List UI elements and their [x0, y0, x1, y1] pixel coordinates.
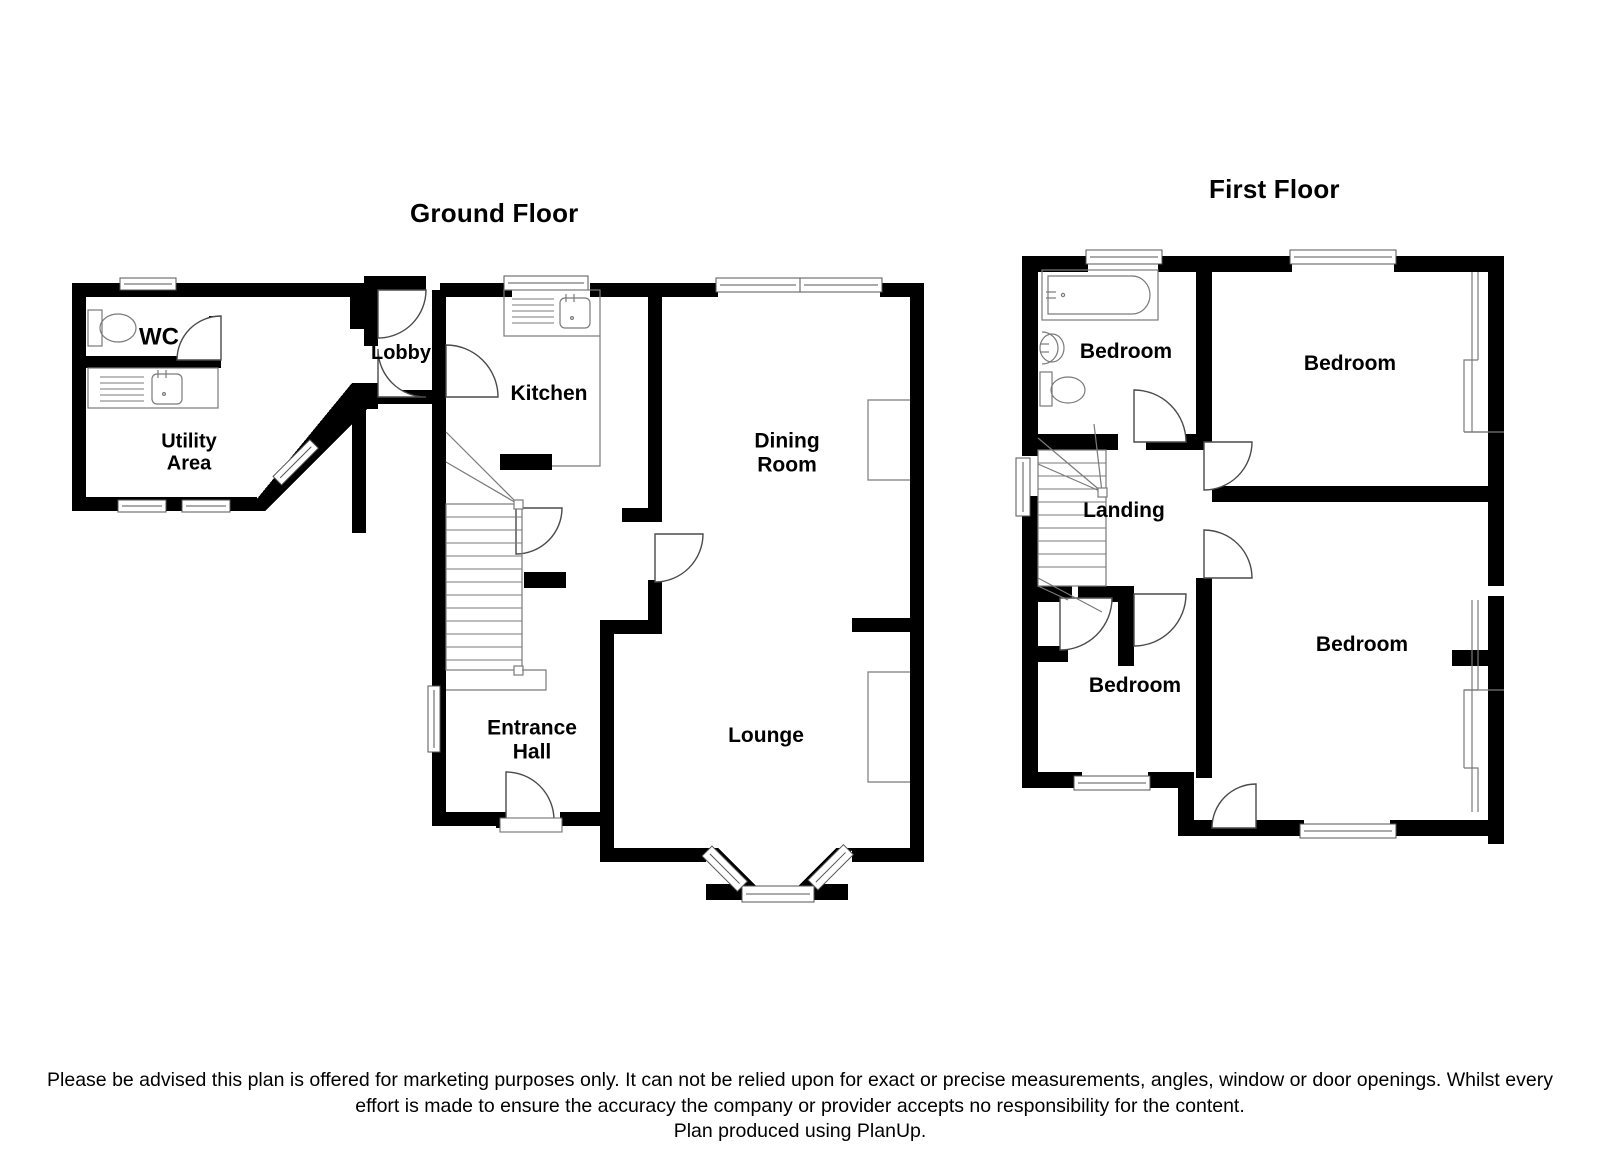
- first-floor-drawing: [1015, 249, 1504, 844]
- ground-floor-windows: [117, 275, 883, 903]
- first-floor-windows: [1015, 249, 1397, 839]
- disclaimer-line-3: Plan produced using PlanUp.: [673, 1120, 927, 1143]
- ground-floor-title: Ground Floor: [410, 198, 579, 228]
- disclaimer-line-1: Please be advised this plan is offered f…: [47, 1069, 1553, 1091]
- ground-floor-doors: [176, 289, 704, 833]
- first-floor-doors: [1059, 389, 1257, 829]
- disclaimer-line-2: effort is made to ensure the accuracy th…: [355, 1094, 1245, 1117]
- ground-floor-fixtures: [87, 289, 910, 783]
- disclaimer: Please be advised this plan is offered f…: [0, 1068, 1600, 1145]
- first-floor-title: First Floor: [1209, 174, 1340, 204]
- first-floor-fixtures: [1037, 269, 1504, 812]
- ground-floor-drawing: [72, 275, 924, 903]
